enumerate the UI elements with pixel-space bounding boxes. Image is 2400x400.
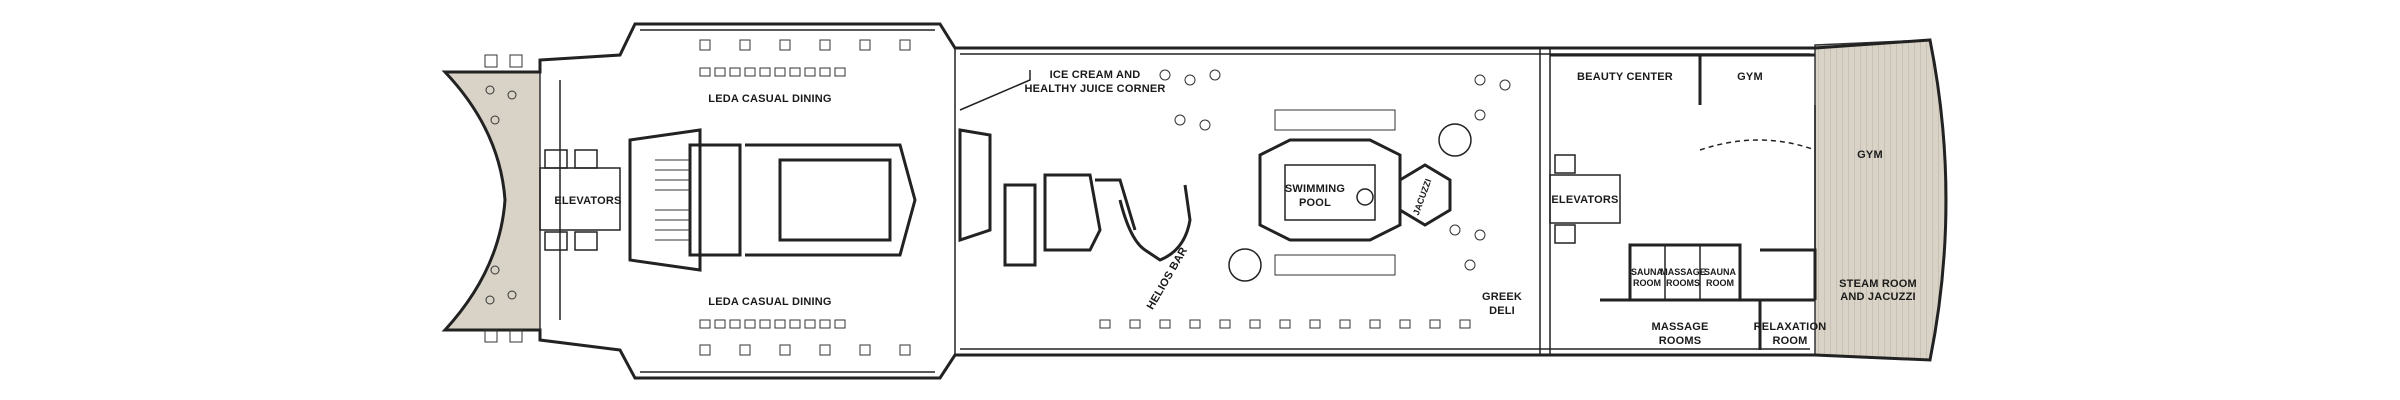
- aft-elevator-block: [1549, 154, 1621, 244]
- elevators-forward-label: ELEVATORS: [554, 195, 621, 207]
- leda-stair-treads: [655, 159, 690, 241]
- pool-sunbeds-bottom: [1274, 254, 1396, 276]
- sauna-room-1-label-2: ROOM: [1633, 278, 1661, 288]
- jacuzzi-tub: [1398, 163, 1452, 227]
- gym-top-label: GYM: [1737, 71, 1763, 83]
- round-feature-top: [1438, 123, 1472, 157]
- greek-deli-label-2: DELI: [1489, 305, 1515, 317]
- leda-dining-top-label: LEDA CASUAL DINING: [708, 93, 831, 105]
- gym-main-label: GYM: [1857, 149, 1883, 161]
- forward-deck: [443, 71, 541, 331]
- sauna-room-1-label-1: SAUNA: [1631, 267, 1664, 277]
- ice-cream-counter: [959, 70, 1031, 111]
- jacuzzi-label: JACUZZI: [1411, 177, 1433, 216]
- hull-outline: [441, 22, 1948, 380]
- relaxation-room-label-2: ROOM: [1772, 335, 1807, 347]
- massage-rooms-small-label-1: MASSAGE: [1660, 267, 1706, 277]
- swimming-pool-label-2: POOL: [1299, 197, 1331, 209]
- center-stairs: [958, 128, 1137, 267]
- elevators-aft-label: ELEVATORS: [1551, 194, 1618, 206]
- forward-elevator-block: [539, 149, 621, 251]
- swimming-pool-label-1: SWIMMING: [1285, 183, 1345, 195]
- beauty-center-label: BEAUTY CENTER: [1577, 71, 1673, 83]
- spa-walls: [1550, 53, 1817, 350]
- massage-rooms-big-label-2: ROOMS: [1659, 335, 1702, 347]
- ice-cream-label-2: HEALTHY JUICE CORNER: [1024, 83, 1165, 95]
- pool-area: [1258, 138, 1402, 242]
- railing-top: [640, 29, 1810, 55]
- helios-bar-counter: [1118, 184, 1192, 262]
- leda-tables-top: [699, 39, 911, 77]
- sauna-room-2-label-1: SAUNA: [1704, 267, 1737, 277]
- massage-rooms-big-label-1: MASSAGE: [1651, 321, 1708, 333]
- ice-cream-label-1: ICE CREAM AND: [1050, 69, 1141, 81]
- steam-room-label-2: AND JACUZZI: [1840, 291, 1916, 303]
- forward-deck-furniture: [484, 54, 523, 343]
- sauna-room-2-label-2: ROOM: [1706, 278, 1734, 288]
- railing-bottom: [640, 348, 1810, 373]
- leda-dining-bottom-label: LEDA CASUAL DINING: [708, 296, 831, 308]
- leda-tables-bottom: [699, 319, 911, 356]
- pool-sunbeds-top: [1274, 109, 1396, 131]
- spa-partitions: [1664, 105, 1816, 300]
- lounge-furniture: [1099, 69, 1511, 329]
- round-feature-bottom: [1228, 248, 1262, 282]
- relaxation-room-label-1: RELAXATION: [1754, 321, 1827, 333]
- inner-wall: [559, 48, 1551, 355]
- leda-stair-core: [628, 128, 917, 272]
- aft-deck: [1814, 39, 1947, 361]
- steam-room-label-1: STEAM ROOM: [1839, 278, 1917, 290]
- massage-rooms-small-label-2: ROOMS: [1666, 278, 1700, 288]
- greek-deli-label-1: GREEK: [1482, 291, 1522, 303]
